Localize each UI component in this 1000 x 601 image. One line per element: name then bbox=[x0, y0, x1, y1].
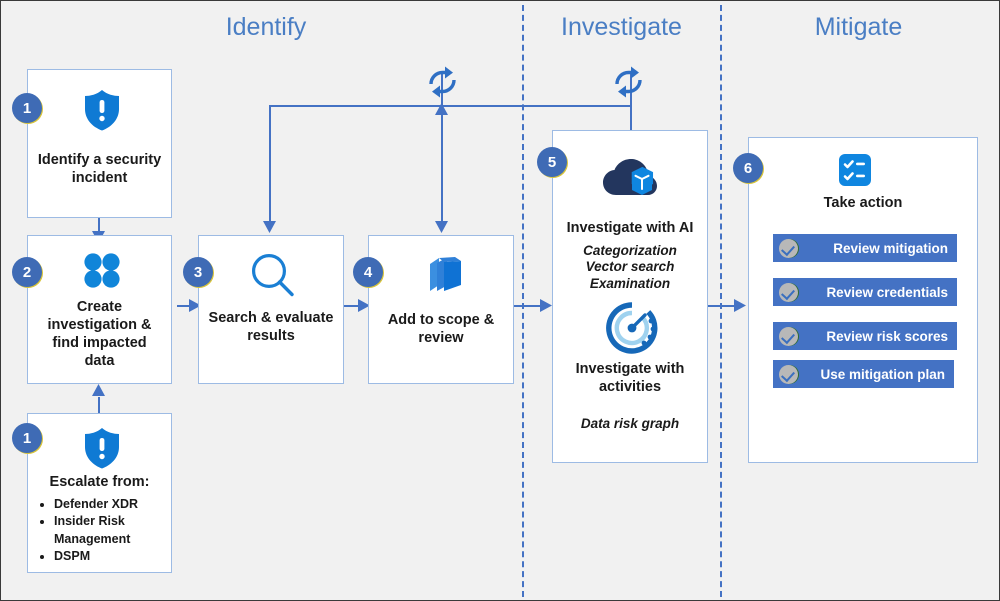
action-review-risk-scores[interactable]: Review risk scores bbox=[773, 322, 957, 350]
action-use-mitigation-plan[interactable]: Use mitigation plan bbox=[773, 360, 954, 388]
action-label: Review credentials bbox=[826, 284, 948, 300]
refresh-loop-icon bbox=[615, 66, 642, 98]
phase-title-identify: Identify bbox=[225, 13, 307, 41]
divider-identify-investigate bbox=[522, 5, 524, 597]
shield-exclamation-icon bbox=[85, 428, 119, 469]
arrowhead-up-escalate bbox=[92, 384, 105, 396]
arrowhead-down-feedback-3 bbox=[263, 221, 276, 233]
card-title: Take action bbox=[823, 195, 903, 211]
check-circle-icon bbox=[779, 238, 798, 258]
connector-feedback-rail bbox=[269, 105, 631, 107]
divider-investigate-mitigate bbox=[720, 5, 722, 597]
action-label: Review risk scores bbox=[826, 328, 948, 344]
card-escalate-from[interactable]: Escalate from: Defender XDR Insider Risk… bbox=[27, 413, 172, 573]
connector-2-to-3 bbox=[177, 305, 191, 307]
connector-3-to-4 bbox=[344, 305, 360, 307]
phase-title-mitigate: Mitigate bbox=[814, 13, 903, 41]
arrowhead-down-feedback-4 bbox=[435, 221, 448, 233]
connector-feedback-from-5 bbox=[630, 73, 632, 131]
connector-escalate-to-2 bbox=[98, 397, 100, 413]
cloud-cube-ai-icon bbox=[603, 159, 657, 195]
activity-gauge-icon bbox=[606, 302, 658, 354]
card-activities-capabilities: Data risk graph bbox=[580, 416, 680, 431]
arrowhead-right-2to3 bbox=[189, 299, 201, 312]
refresh-loop-icon bbox=[429, 66, 456, 98]
phase-title-investigate: Investigate bbox=[561, 13, 682, 41]
connector-feedback-to-4 bbox=[441, 73, 443, 225]
badge-step-4: 4 bbox=[353, 257, 383, 287]
escalate-source-list: Defender XDR Insider Risk Management DSP… bbox=[28, 496, 171, 565]
arrowhead-right-4to5 bbox=[540, 299, 552, 312]
check-circle-icon bbox=[779, 326, 798, 346]
badge-step-1: 1 bbox=[12, 93, 42, 123]
connector-feedback-to-3 bbox=[269, 105, 271, 225]
connector-5-to-6 bbox=[708, 305, 738, 307]
badge-step-1-escalate: 1 bbox=[12, 423, 42, 453]
card-take-action[interactable]: Take action Review mitigation Review cre… bbox=[748, 137, 978, 463]
check-circle-icon bbox=[779, 364, 798, 384]
action-label: Review mitigation bbox=[833, 240, 948, 256]
check-circle-icon bbox=[779, 282, 798, 302]
list-item: Insider Risk Management bbox=[54, 513, 171, 548]
badge-step-5: 5 bbox=[537, 147, 567, 177]
arrowhead-right-3to4 bbox=[358, 299, 370, 312]
badge-step-6: 6 bbox=[733, 153, 763, 183]
arrowhead-right-5to6 bbox=[734, 299, 746, 312]
badge-step-2: 2 bbox=[12, 257, 42, 287]
arrowhead-up-feedback-4 bbox=[435, 103, 448, 115]
connector-4-to-5 bbox=[513, 305, 544, 307]
checklist-icon bbox=[839, 154, 871, 186]
badge-step-3: 3 bbox=[183, 257, 213, 287]
action-review-credentials[interactable]: Review credentials bbox=[773, 278, 957, 306]
connector-1-to-2 bbox=[98, 218, 100, 235]
card-subtitle-ai: Investigate with AI bbox=[566, 220, 694, 236]
card-add-to-scope[interactable]: Add to scope &review bbox=[368, 235, 514, 384]
four-dots-icon bbox=[84, 253, 120, 288]
layers-icon bbox=[430, 257, 461, 291]
list-item: Defender XDR bbox=[54, 496, 171, 513]
magnifier-icon bbox=[252, 254, 294, 297]
list-item: DSPM bbox=[54, 548, 171, 565]
card-title: Escalate from: bbox=[49, 474, 150, 490]
action-label: Use mitigation plan bbox=[820, 366, 945, 382]
action-review-mitigation[interactable]: Review mitigation bbox=[773, 234, 957, 262]
shield-exclamation-icon bbox=[85, 90, 119, 131]
card-title: Add to scope &review bbox=[387, 312, 495, 347]
